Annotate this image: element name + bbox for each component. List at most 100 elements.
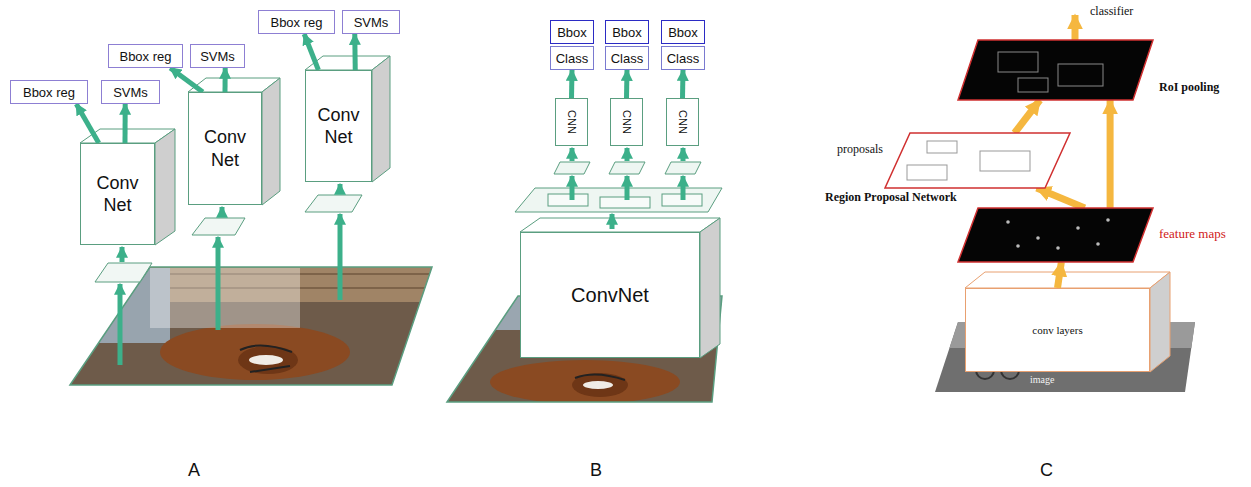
- node-label: SVMs: [200, 49, 235, 64]
- panel-letter: C: [1040, 460, 1053, 481]
- box-side-face: [262, 78, 280, 205]
- node-label: Bbox reg: [270, 15, 322, 30]
- flow-arrow: [624, 70, 630, 98]
- box-top-face: [520, 218, 720, 232]
- class-box: Class: [661, 46, 705, 70]
- activation-dot: [1016, 244, 1020, 248]
- cnn-box: CNN: [555, 98, 588, 146]
- bbox-reg-box: Bbox reg: [258, 10, 335, 34]
- node-label: Bbox: [668, 25, 698, 40]
- image-outline: [70, 267, 432, 385]
- horse-head: [238, 346, 298, 374]
- horse-head: [572, 373, 628, 397]
- region-rect: [1018, 78, 1048, 92]
- flow-arrow: [338, 214, 343, 300]
- flow-arrow: [123, 104, 128, 143]
- node-label: Class: [667, 51, 700, 66]
- node-label: feature maps: [1159, 226, 1226, 242]
- node-label: Bbox: [612, 25, 642, 40]
- flow-arrow: [216, 237, 221, 330]
- bbox-box: Bbox: [605, 20, 649, 44]
- bbox-box: Bbox: [550, 20, 594, 44]
- flow-arrow: [681, 148, 686, 161]
- panel-letter: B: [590, 460, 602, 481]
- flow-arrow: [625, 176, 630, 200]
- flow-arrow: [610, 214, 615, 229]
- region-rect: [927, 141, 957, 153]
- activation-dot: [1106, 218, 1110, 222]
- flow-arrow: [120, 247, 125, 262]
- activation-dot: [1096, 242, 1100, 246]
- region-plane: [609, 162, 645, 174]
- node-label: CNN: [677, 110, 689, 134]
- region-rect: [980, 151, 1030, 171]
- activation-dot: [1006, 220, 1010, 224]
- node-label: SVMs: [113, 85, 148, 100]
- convnet-box: Conv Net: [305, 70, 372, 182]
- node-label: Conv Net: [312, 104, 366, 149]
- bbox-box: Bbox: [661, 20, 705, 44]
- node-label: Bbox reg: [119, 49, 171, 64]
- flow-arrow: [170, 68, 203, 92]
- network-name: Region Proposal Network: [825, 190, 957, 205]
- roi-pooling-plane: RoI pooling: [958, 40, 1153, 100]
- svm-box: SVMs: [190, 44, 245, 68]
- svm-box: SVMs: [342, 10, 400, 34]
- region-plane: [305, 195, 362, 212]
- region-plane: [192, 218, 245, 235]
- flow-arrow: [1107, 100, 1114, 208]
- feature-map-plane: feature maps: [958, 208, 1153, 262]
- cnn-box: CNN: [666, 98, 699, 146]
- plane-outline: [958, 40, 1153, 100]
- flow-arrow: [118, 284, 123, 365]
- bbox-reg-box: Bbox reg: [108, 44, 183, 68]
- horse-body: [490, 360, 680, 404]
- flow-arrow: [223, 68, 228, 92]
- horse-body: [160, 324, 350, 380]
- box-side-face: [1150, 272, 1170, 372]
- node-label: SVMs: [354, 15, 389, 30]
- bbox-reg-box: Bbox reg: [10, 80, 88, 104]
- node-label: Conv Net: [91, 172, 145, 217]
- node-label: RoI pooling: [1159, 80, 1219, 95]
- output-label: classifier: [1090, 4, 1133, 19]
- node-label: ConvNet: [571, 283, 649, 308]
- class-box: Class: [605, 46, 649, 70]
- region-plane: [554, 162, 590, 174]
- flow-arrow: [570, 148, 575, 161]
- region-rect: [1058, 64, 1103, 86]
- plane-shape: [958, 40, 1153, 100]
- node-label: conv layers: [1032, 324, 1082, 336]
- node-label: proposals: [837, 142, 883, 157]
- region-rect: [907, 165, 947, 180]
- flow-arrow: [304, 34, 318, 70]
- horse-blaze: [583, 381, 613, 389]
- box-top-face: [965, 272, 1170, 288]
- input-label: image: [1030, 374, 1054, 385]
- activation-dot: [1056, 246, 1060, 250]
- panel-letter: A: [188, 460, 200, 481]
- flow-arrow: [681, 176, 686, 200]
- flow-arrow: [1015, 100, 1040, 133]
- box-side-face: [700, 218, 720, 358]
- region-rect: [548, 194, 588, 206]
- convnet-box: Conv Net: [80, 143, 155, 245]
- convnet-box: Conv Net: [188, 92, 262, 205]
- node-label: Bbox: [557, 25, 587, 40]
- flow-arrow: [680, 70, 686, 98]
- flow-arrow: [570, 176, 575, 200]
- svm-box: SVMs: [101, 80, 160, 104]
- photo-ground: [60, 260, 440, 390]
- flow-arrow: [625, 148, 630, 161]
- horse-blaze: [249, 355, 283, 365]
- box-side-face: [372, 56, 390, 182]
- flow-arrow: [76, 104, 98, 143]
- node-label: Class: [611, 51, 644, 66]
- region-rect: [998, 52, 1038, 72]
- class-box: Class: [550, 46, 594, 70]
- node-label: Class: [556, 51, 589, 66]
- conv-layers-box: conv layers: [965, 288, 1150, 372]
- plane-shape: [958, 208, 1153, 262]
